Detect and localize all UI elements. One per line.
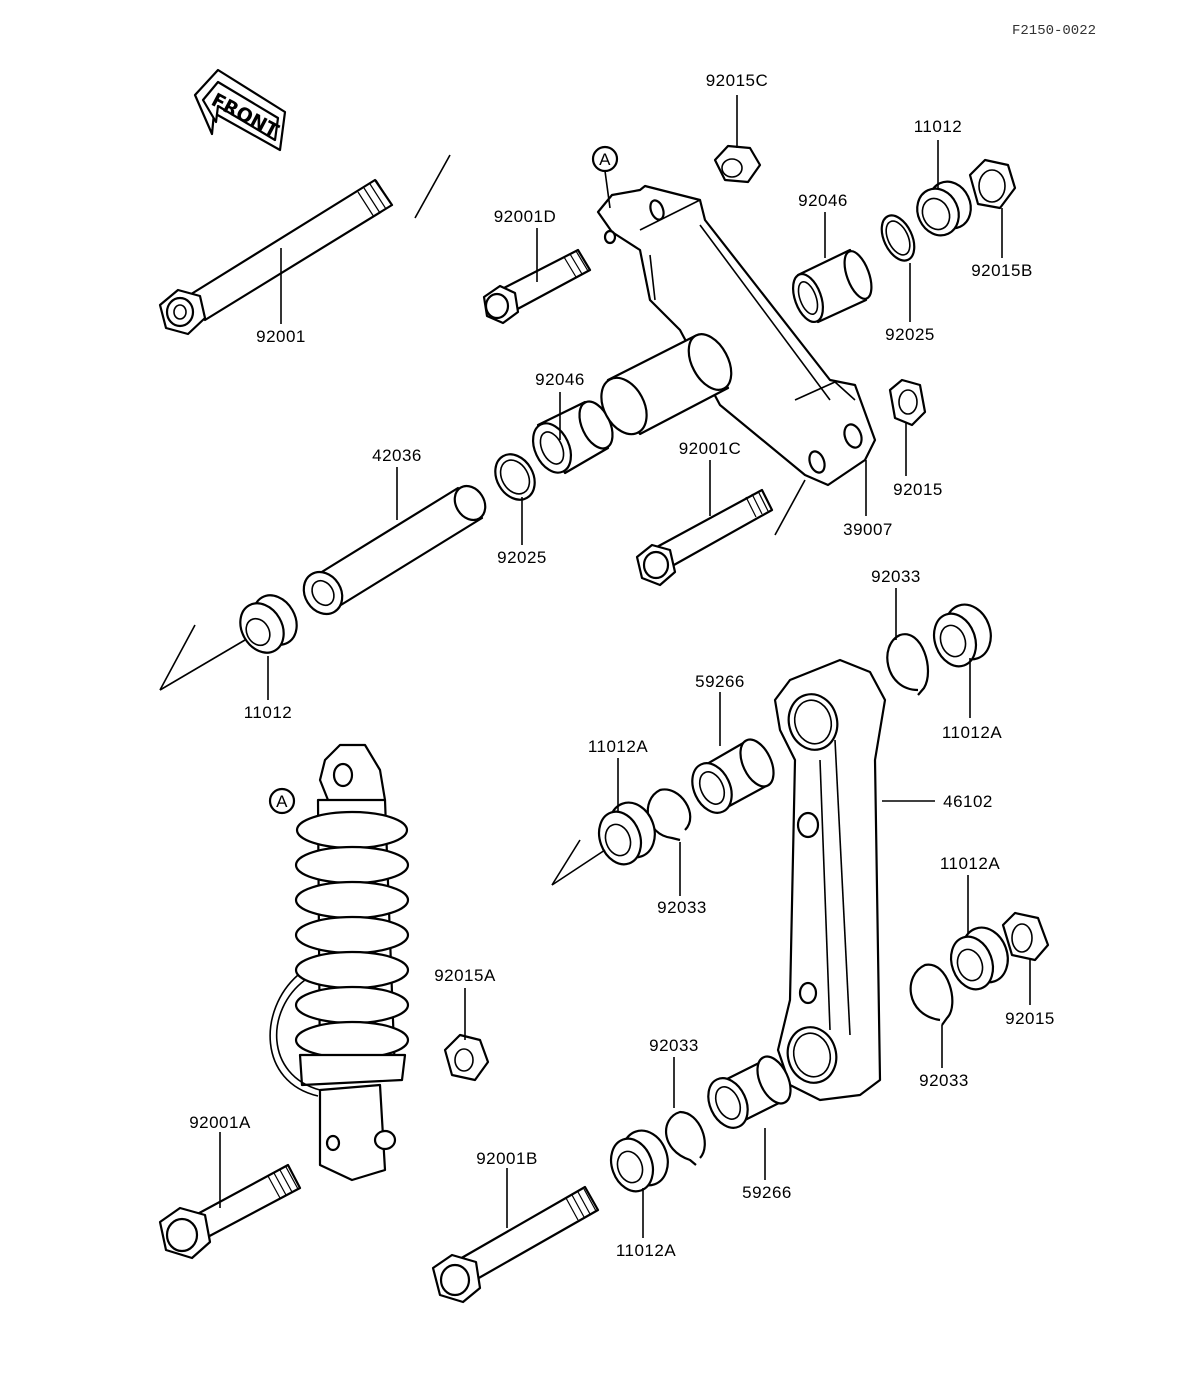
collar-11012A-left — [597, 801, 656, 866]
drawing-code: F2150-0022 — [1012, 23, 1096, 39]
link-46102 — [773, 658, 887, 1102]
bushing-59266-bottom — [707, 1055, 792, 1129]
bolt-92001C — [635, 488, 774, 587]
label-11012-top: 11012 — [914, 117, 963, 136]
label-92015C: 92015C — [706, 71, 769, 90]
washer-92025-top — [880, 214, 916, 262]
collar-11012A-right-bottom — [949, 926, 1009, 991]
label-92025-mid: 92025 — [497, 548, 547, 567]
circlip-92033-bottom-mid — [665, 1110, 706, 1166]
nut-92015B — [968, 158, 1017, 210]
label-92046-top: 92046 — [798, 191, 848, 210]
bolt-92001D — [482, 248, 592, 325]
collar-11012-left — [239, 594, 298, 654]
label-92033-left: 92033 — [657, 898, 707, 917]
bolt-92001B — [431, 1185, 600, 1304]
sleeve-42036 — [302, 484, 487, 616]
label-92015A: 92015A — [434, 966, 496, 985]
label-92025-top: 92025 — [885, 325, 935, 344]
circlip-92033-left — [646, 788, 692, 842]
collar-11012-top — [916, 180, 972, 237]
label-59266-top: 59266 — [695, 672, 745, 691]
bearing-92046-top — [791, 248, 873, 324]
label-46102: 46102 — [943, 792, 993, 811]
ref-marker-A-shock: A — [268, 787, 296, 815]
label-42036: 42036 — [372, 446, 422, 465]
label-92001D: 92001D — [494, 207, 557, 226]
nut-92015-top — [888, 378, 927, 427]
label-39007: 39007 — [843, 520, 893, 539]
label-92001: 92001 — [256, 327, 306, 346]
bushing-59266-top — [691, 738, 775, 814]
shock-absorber — [269, 743, 410, 1182]
label-92015-top: 92015 — [893, 480, 943, 499]
bolt-92001A — [158, 1163, 302, 1260]
label-11012-left: 11012 — [244, 703, 293, 722]
nut-92015-bottom — [1001, 911, 1050, 962]
label-11012A-right-top: 11012A — [942, 723, 1003, 742]
label-59266-bottom: 59266 — [742, 1183, 792, 1202]
label-92033-top: 92033 — [871, 567, 921, 586]
label-11012A-left: 11012A — [588, 737, 649, 756]
rocker-arm-39007 — [596, 184, 877, 487]
ref-marker-A-top: A — [591, 145, 619, 209]
collar-11012A-right-top — [932, 603, 992, 668]
leader-lines — [219, 95, 1031, 1238]
svg-text:A: A — [276, 792, 288, 811]
part-labels: 92015C 11012 92046 92015B 92001D 92025 9… — [189, 71, 1055, 1260]
label-92001B: 92001B — [476, 1149, 538, 1168]
svg-text:A: A — [599, 150, 611, 169]
bolt-92001 — [158, 178, 394, 336]
label-92015-bottom: 92015 — [1005, 1009, 1055, 1028]
washer-92025-mid — [494, 453, 536, 501]
collar-11012A-bottom — [609, 1129, 669, 1193]
label-92001C: 92001C — [679, 439, 742, 458]
label-11012A-bottom: 11012A — [616, 1241, 677, 1260]
circlip-92033-bottom-right — [909, 963, 954, 1026]
label-92033-bottom-right: 92033 — [919, 1071, 969, 1090]
label-92033-bottom-mid: 92033 — [649, 1036, 699, 1055]
front-arrow-icon: FRONT — [193, 68, 287, 152]
label-92001A: 92001A — [189, 1113, 251, 1132]
label-92015B: 92015B — [971, 261, 1033, 280]
nut-92015C — [713, 144, 762, 184]
nut-92015A — [443, 1033, 490, 1082]
label-92046-mid: 92046 — [535, 370, 585, 389]
label-11012A-right-bottom: 11012A — [940, 854, 1001, 873]
circlip-92033-top — [886, 633, 929, 696]
